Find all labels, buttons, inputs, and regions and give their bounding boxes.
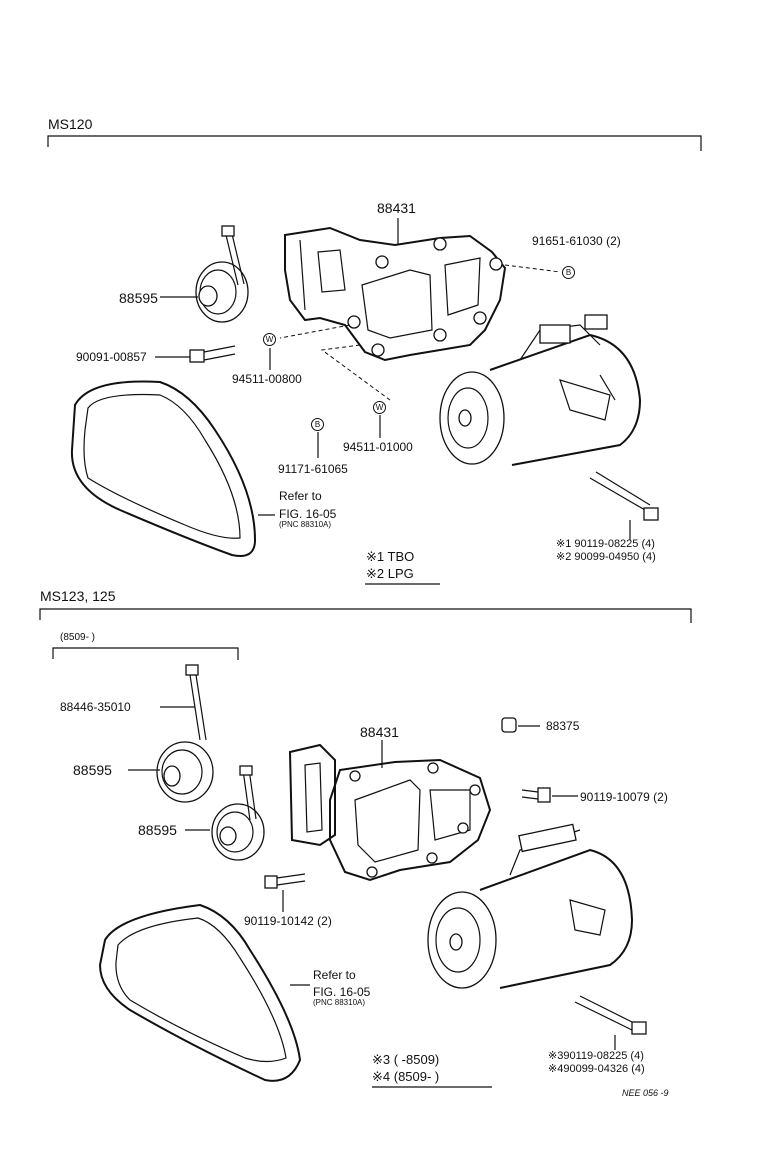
footer-code: NEE 056 -9 — [622, 1088, 669, 1098]
bracket-88431-top — [284, 226, 507, 362]
clip-88375 — [501, 717, 540, 733]
label-91651-61030: 91651-61030 (2) — [532, 234, 621, 248]
marker-b-2: B — [311, 418, 324, 431]
section-bracket-bottom — [39, 608, 692, 660]
bolt-90091-top — [155, 345, 236, 363]
label-90119-10079: 90119-10079 (2) — [580, 790, 668, 804]
label-88595-bottom-2: 88595 — [138, 822, 177, 838]
label-comp-bolt-4: ※490099-04326 (4) — [548, 1063, 645, 1075]
long-bolt-top — [589, 471, 659, 540]
refer-pnc-top: (PNC 88310A) — [279, 520, 332, 529]
section-title-ms123-125: MS123, 125 — [40, 588, 116, 604]
label-94511-01000: 94511-01000 — [343, 440, 413, 454]
section-bracket-top — [47, 135, 702, 151]
bolt-90119-10079 — [521, 787, 578, 803]
label-90091-00857: 90091-00857 — [76, 350, 147, 364]
marker-b-1: B — [562, 266, 575, 279]
label-88595-top: 88595 — [119, 290, 158, 306]
compressor-bottom — [427, 823, 634, 989]
idler-pulley-bottom-2 — [211, 765, 265, 861]
marker-w-1: W — [263, 333, 276, 346]
bolt-90119-10142 — [264, 873, 306, 912]
label-comp-bolt-1: ※1 90119-08225 (4) — [556, 538, 655, 550]
legend-tbo: ※1 TBO — [366, 549, 415, 564]
refer-pnc-bottom: (PNC 88310A) — [313, 998, 366, 1007]
label-88375: 88375 — [546, 719, 580, 733]
refer-fig-bottom: FIG. 16-05 — [313, 985, 371, 999]
marker-w-2: W — [373, 401, 386, 414]
section-title-ms120: MS120 — [48, 116, 93, 132]
label-94511-00800: 94511-00800 — [232, 372, 302, 386]
legend-range-3: ※3 ( -8509) — [372, 1052, 440, 1067]
label-88431-bottom: 88431 — [360, 724, 399, 740]
refer-to-bottom: Refer to — [313, 968, 356, 982]
bracket-88431-bottom — [288, 743, 492, 882]
long-bolt-bottom — [574, 995, 647, 1050]
idler-pulley-bottom-1 — [156, 741, 214, 803]
belt-bottom — [98, 903, 302, 1082]
belt-top — [70, 380, 257, 557]
label-88595-bottom-1: 88595 — [73, 762, 112, 778]
legend-lpg: ※2 LPG — [366, 566, 414, 581]
label-91171-61065: 91171-61065 — [278, 462, 348, 476]
adjusting-bolt-bottom — [185, 664, 207, 741]
compressor-top — [439, 314, 642, 466]
label-comp-bolt-2: ※2 90099-04950 (4) — [556, 551, 656, 563]
label-88431-top: 88431 — [377, 200, 416, 216]
label-90119-10142: 90119-10142 (2) — [244, 914, 332, 928]
refer-to-top: Refer to — [279, 489, 322, 503]
label-88446-35010: 88446-35010 — [60, 700, 131, 714]
label-comp-bolt-3: ※390119-08225 (4) — [548, 1050, 644, 1062]
refer-fig-top: FIG. 16-05 — [279, 507, 337, 521]
legend-range-4: ※4 (8509- ) — [372, 1069, 440, 1084]
sub-range-label: (8509- ) — [60, 632, 96, 643]
idler-pulley-top — [195, 225, 249, 323]
